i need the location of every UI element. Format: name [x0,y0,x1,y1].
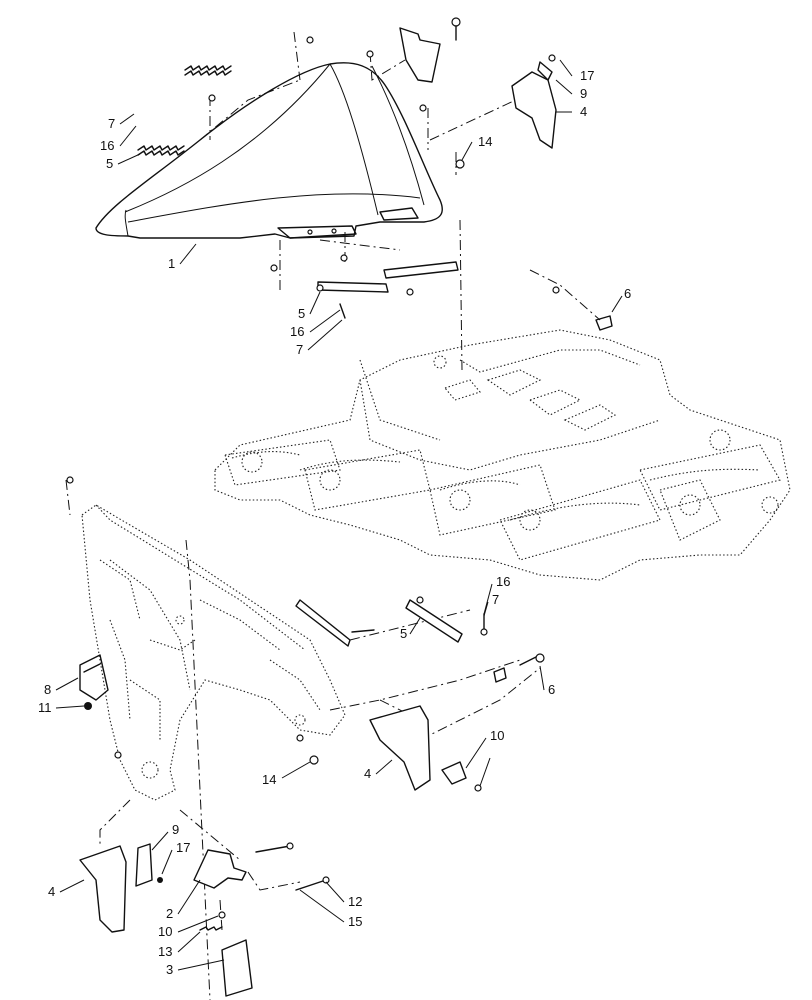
bracket-lower [193,842,330,997]
svg-text:7: 7 [296,342,303,357]
callout-13: 13 [158,931,201,959]
callout-6: 6 [611,286,631,313]
svg-text:14: 14 [478,134,492,149]
callout-4: 4 [556,104,587,119]
callout-9: 9 [555,79,587,101]
svg-text:4: 4 [580,104,587,119]
callout-1: 1 [168,243,197,271]
svg-text:17: 17 [176,840,190,855]
shield-part-top-right [455,54,557,169]
callout-17: 17 [559,59,594,83]
callout-15: 15 [299,889,362,929]
svg-text:11: 11 [38,700,52,715]
shield-part-lower-right [369,705,482,792]
svg-text:13: 13 [158,944,172,959]
svg-text:16: 16 [100,138,114,153]
svg-text:8: 8 [44,682,51,697]
bracket-top [208,17,461,112]
callout-2: 2 [166,879,201,921]
svg-text:5: 5 [400,626,407,641]
divider-frame [81,504,346,801]
svg-text:7: 7 [108,116,115,131]
callout-12: 12 [325,881,362,909]
svg-text:10: 10 [158,924,172,939]
svg-text:4: 4 [364,766,371,781]
callout-9: 10 [465,728,504,769]
callout-16: 16 [100,125,137,153]
svg-text:15: 15 [348,914,362,929]
callout-17 [479,757,491,787]
shield-part-lower-left [79,843,163,933]
callout-7: 7 [483,592,499,617]
callout-8: 8 [44,677,79,697]
callout-5: 5 [298,291,321,321]
svg-text:4: 4 [48,884,55,899]
callout-11: 11 [38,700,85,715]
callout-4: 4 [48,879,85,899]
callout-7: 7 [296,319,343,357]
callout-5: 5 [400,617,421,641]
svg-text:9: 9 [580,86,587,101]
callout-7: 7 [108,113,135,131]
callouts: 17 9 4 14 7 16 5 1 5 16 7 6 16 7 5 6 8 1… [38,59,631,977]
svg-text:12: 12 [348,894,362,909]
callout-4: 4 [364,759,393,781]
callout-14: 14 [461,134,492,161]
svg-text:10: 10 [490,728,504,743]
row-unit-frame [214,329,791,581]
svg-text:17: 17 [580,68,594,83]
svg-text:6: 6 [548,682,555,697]
callout-16: 16 [483,574,510,615]
callout-14: 14 [262,761,311,787]
callout-10: 10 [158,915,219,939]
svg-text:7: 7 [492,592,499,607]
stripper-bars-top [270,254,613,331]
svg-text:9: 9 [172,822,179,837]
svg-text:14: 14 [262,772,276,787]
lower-hardware [66,476,545,765]
svg-text:3: 3 [166,962,173,977]
callout-17: 17 [161,840,190,875]
svg-text:16: 16 [290,324,304,339]
callout-3: 3 [166,959,225,977]
svg-text:5: 5 [298,306,305,321]
svg-text:5: 5 [106,156,113,171]
callout-9: 9 [151,822,179,851]
svg-text:2: 2 [166,906,173,921]
nose-cone-part [95,62,443,239]
callout-6: 6 [539,665,555,697]
spring-part [137,65,232,156]
assembly-leaders-top [199,31,601,371]
callout-5: 5 [106,153,141,171]
callout-16: 16 [290,309,341,339]
svg-text:16: 16 [496,574,510,589]
svg-text:1: 1 [168,256,175,271]
svg-text:6: 6 [624,286,631,301]
